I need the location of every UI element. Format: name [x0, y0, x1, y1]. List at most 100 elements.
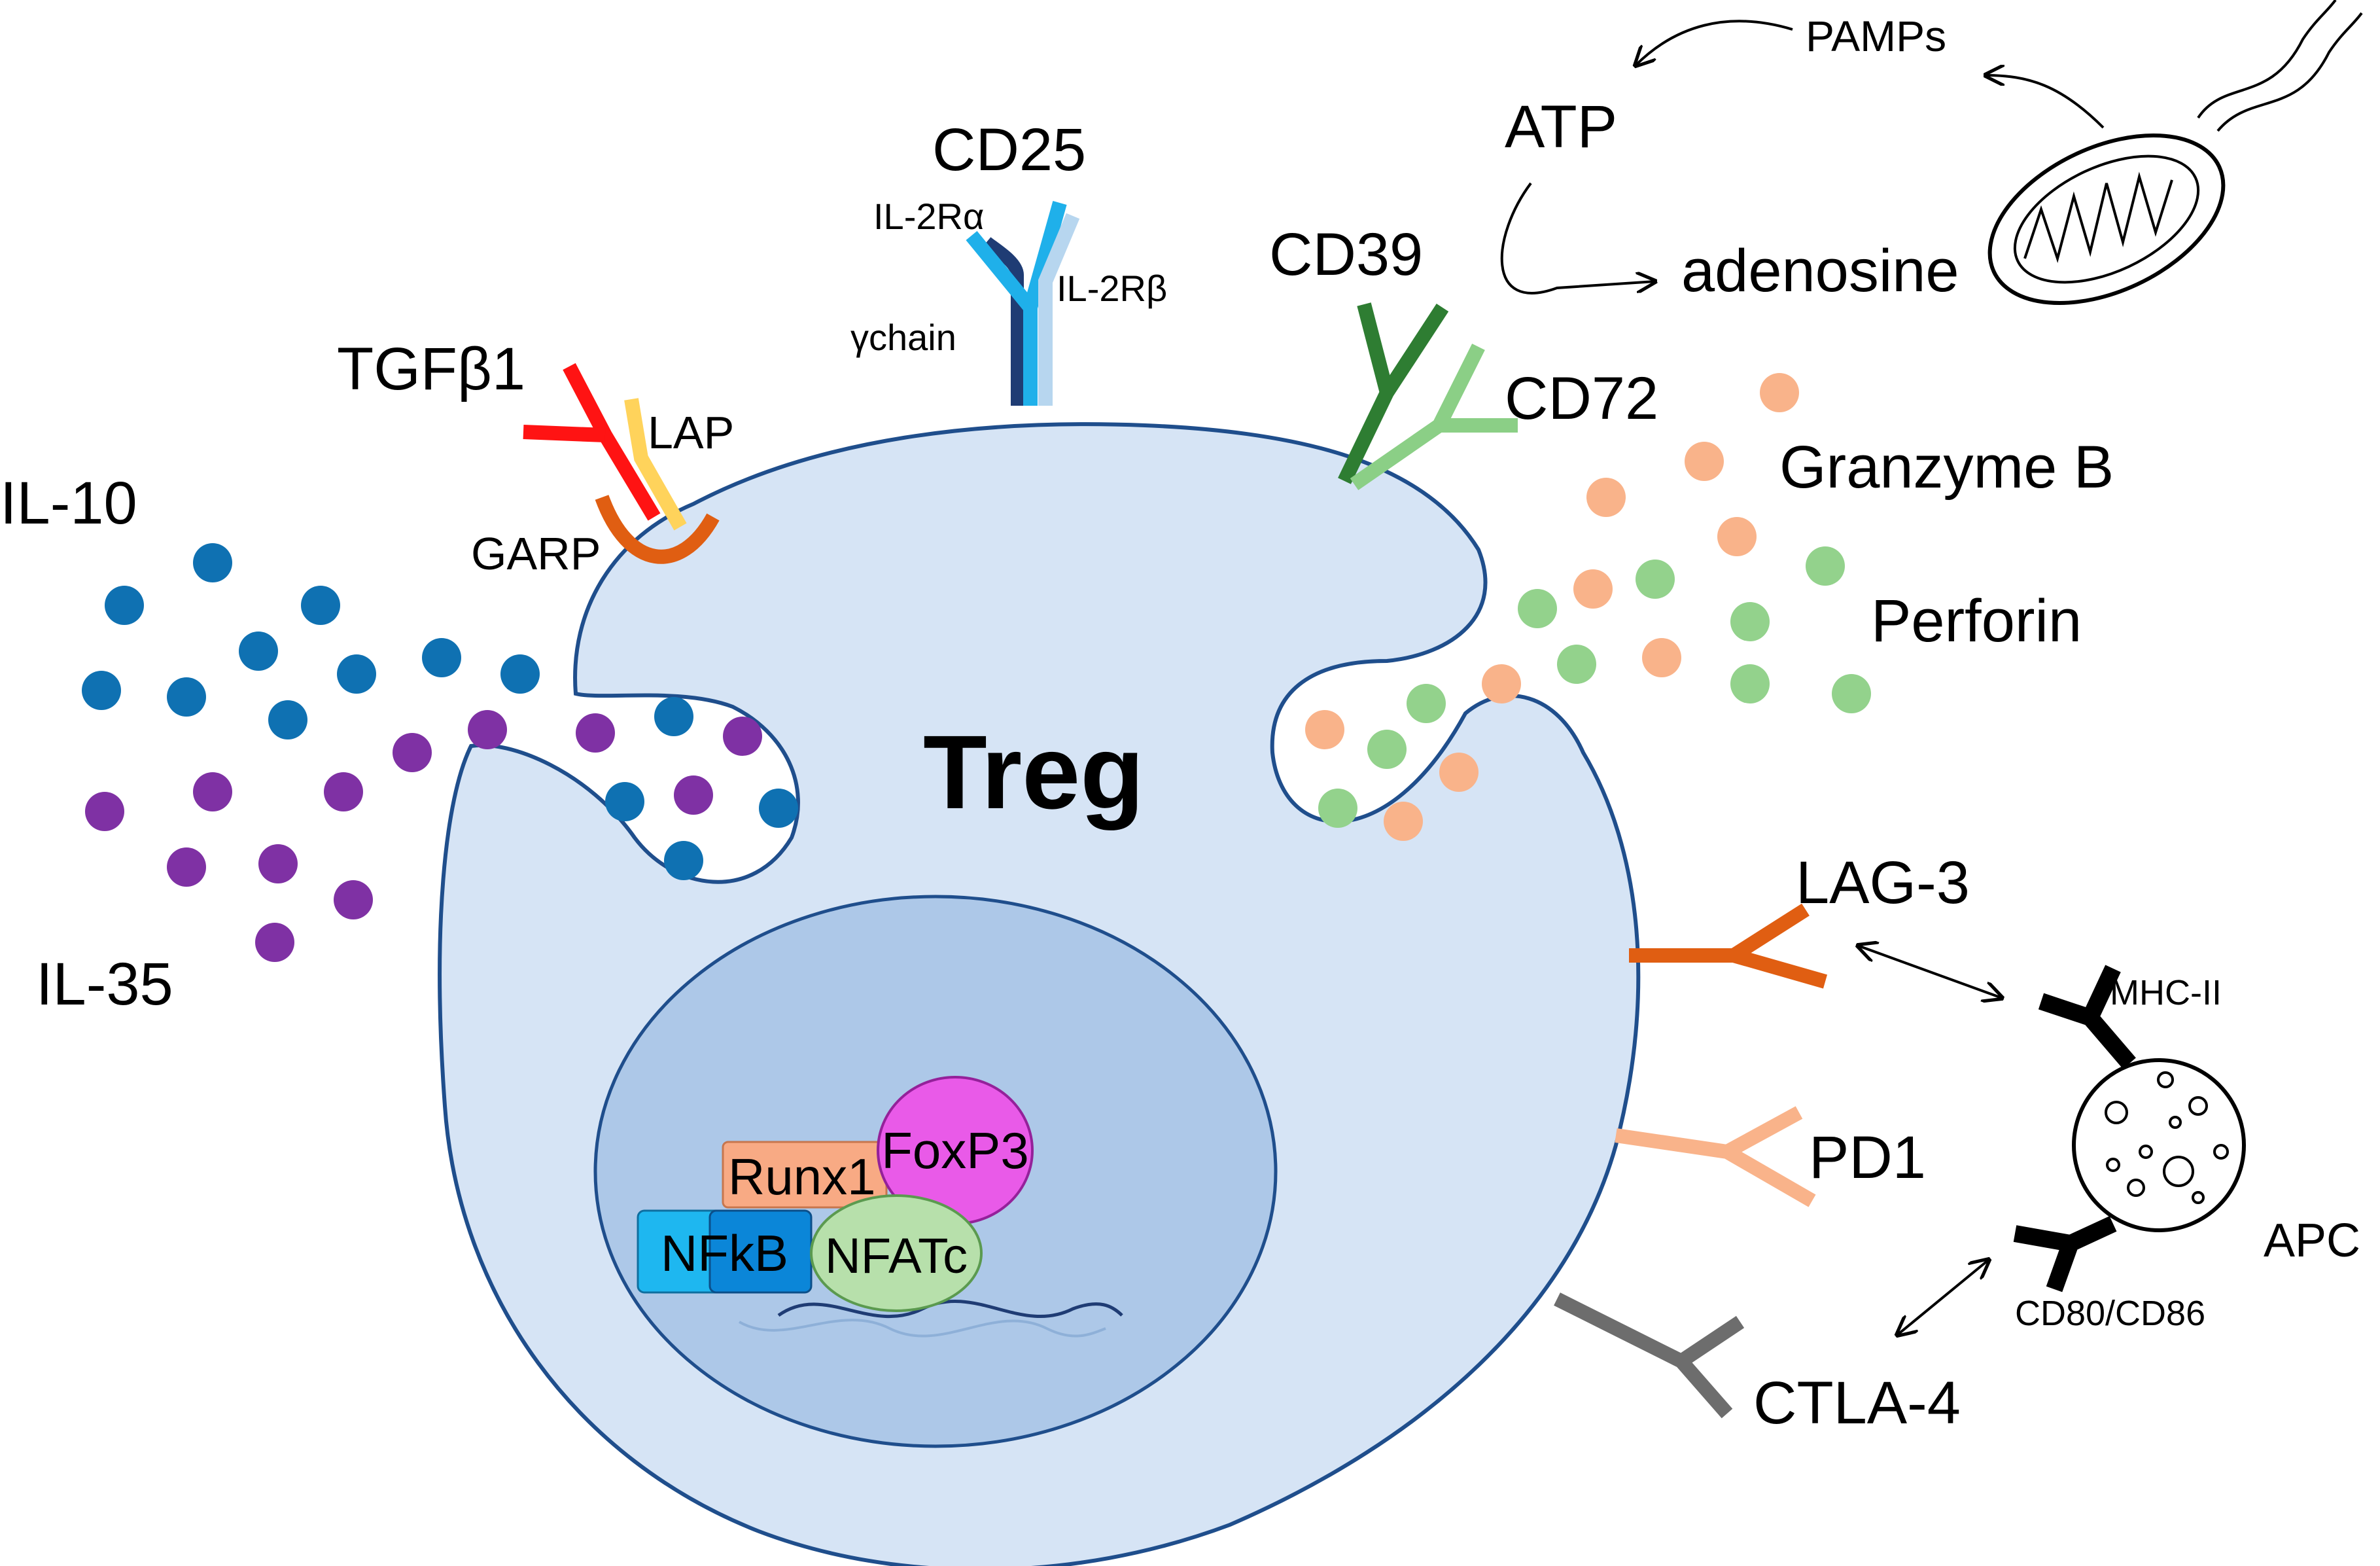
il10-dot [105, 586, 144, 625]
granzyme-dot [1305, 710, 1344, 749]
perforin-dot [1730, 664, 1770, 703]
perforin-dot [1318, 789, 1357, 828]
gchain-label: γchain [850, 317, 956, 358]
cd80-receptor [2013, 1216, 2117, 1292]
cd25-label: CD25 [932, 116, 1086, 183]
granzyme-dot [1760, 373, 1799, 412]
perforin-dot [1636, 560, 1675, 599]
il35-dot [393, 733, 432, 772]
granzyme-dot [1642, 638, 1681, 677]
granzyme-dot [1717, 517, 1757, 556]
pamps-label: PAMPs [1806, 12, 1946, 60]
ctla4-receptor [1554, 1292, 1745, 1419]
il10-dot [167, 677, 206, 717]
perforin-dot [1367, 730, 1407, 769]
ctla4-cd80-arrow [1897, 1260, 1989, 1335]
lap-stalk [624, 398, 687, 531]
tgf-branch [523, 425, 606, 442]
nfkb-label: NFkB [661, 1224, 788, 1282]
apc-label: APC [2264, 1215, 2360, 1267]
mito-to-pamps-arrow [1986, 75, 2105, 129]
il35-dot [674, 775, 713, 815]
ctla4-label: CTLA-4 [1753, 1370, 1961, 1436]
il10-dot [239, 632, 278, 671]
il10-dot [268, 700, 307, 739]
il10-dots [82, 543, 798, 880]
il10-dot [759, 789, 798, 828]
lap-label: LAP [648, 407, 734, 458]
granzyme-dot [1482, 664, 1521, 703]
granzyme-dot [1573, 569, 1613, 609]
nfatc-ellipse [810, 1194, 983, 1312]
pd1-receptor [1615, 1106, 1816, 1207]
dna-strand [777, 1300, 1123, 1319]
il35-dot [255, 923, 294, 962]
cd39-label: CD39 [1269, 221, 1423, 288]
il10-dot [664, 841, 703, 880]
granzyme-dot [1586, 478, 1626, 517]
atp-label: ATP [1505, 94, 1617, 160]
runx1-label: Runx1 [728, 1148, 875, 1205]
garp-arc [595, 495, 720, 564]
il2rb-stalk [1038, 213, 1080, 406]
il10-dot [301, 586, 340, 625]
perforin-dot [1832, 674, 1871, 713]
il10-dot [422, 638, 461, 677]
il10-label: IL-10 [0, 470, 137, 537]
granzyme-dot [1439, 753, 1479, 792]
il2ra-label: IL-2Rα [873, 196, 984, 237]
il35-dot [193, 772, 232, 811]
perforin-dot [1557, 645, 1596, 684]
mitochondrion-icon [1987, 0, 2363, 306]
il10-dot [82, 671, 121, 710]
pamps-to-atp-arrow [1636, 20, 1793, 65]
il35-label: IL-35 [36, 951, 173, 1018]
gchain-stalk [982, 237, 1024, 406]
cd72-label: CD72 [1505, 365, 1658, 432]
lag3-mhc-arrow [1858, 946, 2002, 998]
lag3-label: LAG-3 [1796, 849, 1970, 916]
treg-label: Treg [923, 713, 1144, 830]
il10-dot [605, 782, 644, 821]
foxp3-label: FoxP3 [881, 1122, 1028, 1179]
adenosine-label: adenosine [1681, 238, 1959, 304]
il35-dot [723, 717, 762, 756]
il2rb-label: IL-2Rβ [1057, 268, 1167, 309]
granzyme-label: Granzyme B [1779, 434, 2114, 501]
garp-label: GARP [471, 528, 601, 579]
perforin-dots [1318, 546, 1871, 828]
apc-granules [2105, 1071, 2229, 1204]
il35-dot [334, 880, 373, 919]
il35-dot [258, 844, 298, 883]
pd1-label: PD1 [1809, 1124, 1926, 1191]
il35-dot [85, 792, 124, 831]
perforin-label: Perforin [1871, 588, 2082, 654]
perforin-dot [1730, 602, 1770, 641]
nfatc-label: NFATc [825, 1228, 968, 1284]
il10-dot [193, 543, 232, 582]
il10-dot [654, 697, 693, 736]
il35-dot [324, 772, 363, 811]
perforin-dot [1407, 684, 1446, 723]
il10-dot [500, 654, 540, 694]
perforin-dot [1518, 589, 1557, 628]
il35-dot [167, 847, 206, 887]
il35-dot [576, 713, 615, 753]
lag3-receptor [1629, 903, 1828, 989]
mhc-ii-receptor [2038, 965, 2136, 1069]
atp-to-adenosine-arrow [1500, 182, 1655, 294]
cd72-receptor [1350, 344, 1518, 491]
cd39-receptor [1338, 302, 1449, 484]
perforin-dot [1806, 546, 1845, 586]
il2ra-branch [1023, 201, 1067, 310]
granzyme-dot [1685, 442, 1724, 481]
cd80-label: CD80/CD86 [2015, 1294, 2205, 1333]
il35-dots [85, 710, 762, 962]
mhc-ii-label: MHC-II [2110, 973, 2222, 1012]
dna-strand-2 [739, 1319, 1106, 1338]
il35-dot [468, 710, 507, 749]
granzyme-dots [1305, 373, 1799, 841]
il10-dot [337, 654, 376, 694]
tgf-label: TGFβ1 [337, 336, 525, 402]
